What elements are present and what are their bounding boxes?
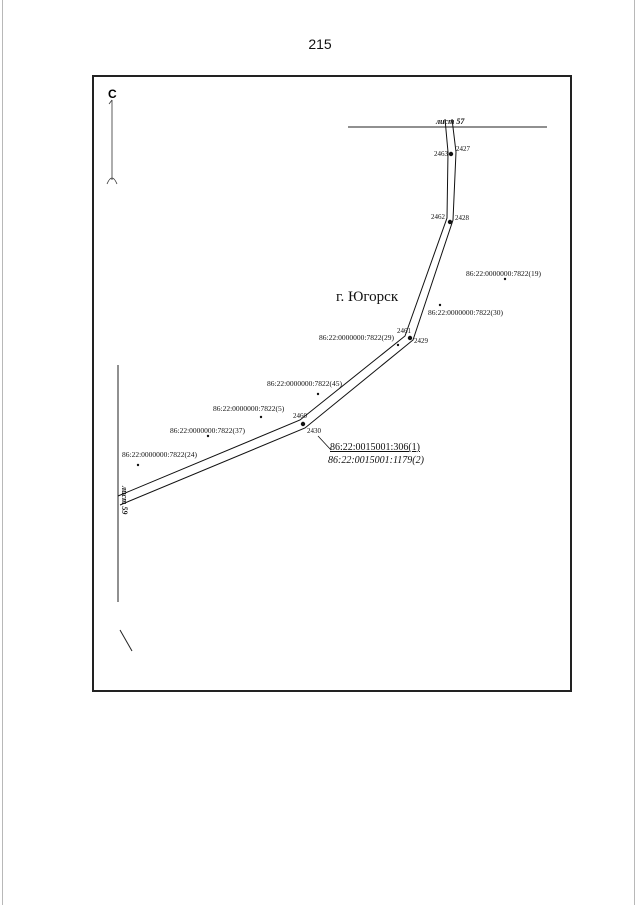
route-point-2460	[300, 421, 306, 427]
parcel-label: 86:22:0000000:7822(19)	[466, 269, 541, 278]
page-number: 215	[308, 36, 332, 52]
north-label: С	[108, 87, 117, 101]
page-edge-right	[634, 0, 635, 905]
route-points: 2463 2427 2462 2428 2461 2429 2460 2430	[293, 145, 471, 435]
sheet-label-top: лист 57	[435, 117, 465, 126]
map-tick-mark	[119, 629, 133, 652]
page-edge-left	[2, 0, 3, 905]
sheet-boundary-top: лист 57	[348, 117, 547, 128]
parcel-label: 86:22:0000000:7822(37)	[170, 426, 245, 435]
sheet-label-left: лист 59	[120, 485, 129, 514]
parcel-label: 86:22:0000000:7822(30)	[428, 308, 503, 317]
route-point-label: 2462	[431, 213, 446, 221]
route-point-2462	[447, 219, 453, 225]
parcel-label: 86:22:0000000:7822(24)	[122, 450, 197, 459]
route-point-label: 2430	[307, 427, 322, 435]
route-point-label: 2429	[414, 337, 429, 345]
sheet-boundary-left: лист 59	[117, 365, 129, 602]
parcel-label: 86:22:0000000:7822(45)	[267, 379, 342, 388]
route-point-label: 2460	[293, 412, 308, 420]
route-point-label: 2463	[434, 150, 449, 158]
route-point-label: 2461	[397, 327, 412, 335]
route-point-2463	[448, 151, 454, 157]
route-point-label: 2427	[456, 145, 471, 153]
route-point-2461	[407, 335, 413, 341]
city-label: г. Югорск	[336, 289, 399, 305]
route-point-label: 2428	[455, 214, 470, 222]
route-corridor	[117, 118, 457, 506]
parcel-label: 86:22:0000000:7822(29)	[319, 333, 394, 342]
main-parcel-primary: 86:22:0015001:306(1)	[330, 442, 420, 453]
parcel-label: 86:22:0000000:7822(5)	[213, 404, 285, 413]
main-parcel-secondary: 86:22:0015001:1179(2)	[328, 455, 425, 466]
map-frame	[92, 75, 572, 692]
north-arrow: С	[106, 87, 118, 185]
main-parcel-label: 86:22:0015001:306(1) 86:22:0015001:1179(…	[317, 435, 425, 466]
parcel-labels: 86:22:0000000:7822(19) 86:22:0000000:782…	[122, 269, 541, 467]
